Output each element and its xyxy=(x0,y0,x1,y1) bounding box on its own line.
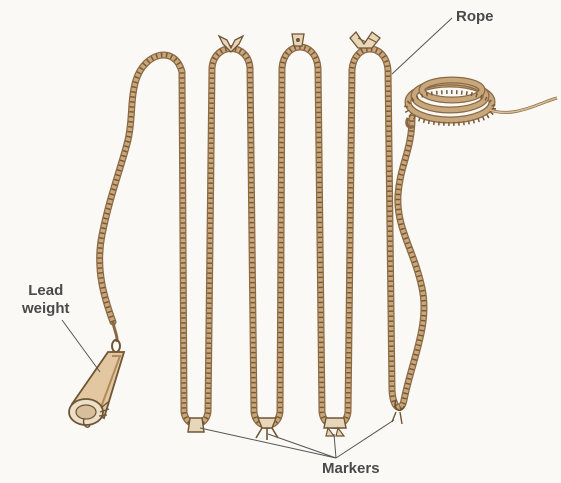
lead-weight-label-line2: weight xyxy=(22,300,70,318)
markers-leader-1 xyxy=(200,428,336,458)
marker-1 xyxy=(188,418,204,432)
rope xyxy=(100,47,424,426)
rope-serpentine-twist xyxy=(100,47,424,426)
lead-weight xyxy=(69,322,124,427)
rope-label: Rope xyxy=(456,8,494,26)
marker-3 xyxy=(324,418,346,428)
rope-coil xyxy=(406,80,557,127)
marker-top-3 xyxy=(350,32,380,48)
markers-leader-3 xyxy=(334,434,336,458)
markers-label: Markers xyxy=(322,460,380,478)
lead-weight-label: Lead weight xyxy=(22,282,70,318)
rope-leader-line xyxy=(392,18,452,74)
rope-serpentine xyxy=(100,47,424,426)
lead-weight-label-line1: Lead xyxy=(22,282,70,300)
bottom-markers xyxy=(188,400,404,440)
markers-leader-2 xyxy=(268,434,336,458)
lead-leader-line xyxy=(62,320,100,372)
rope-serpentine-core xyxy=(100,47,424,426)
marker-2 xyxy=(258,418,276,428)
